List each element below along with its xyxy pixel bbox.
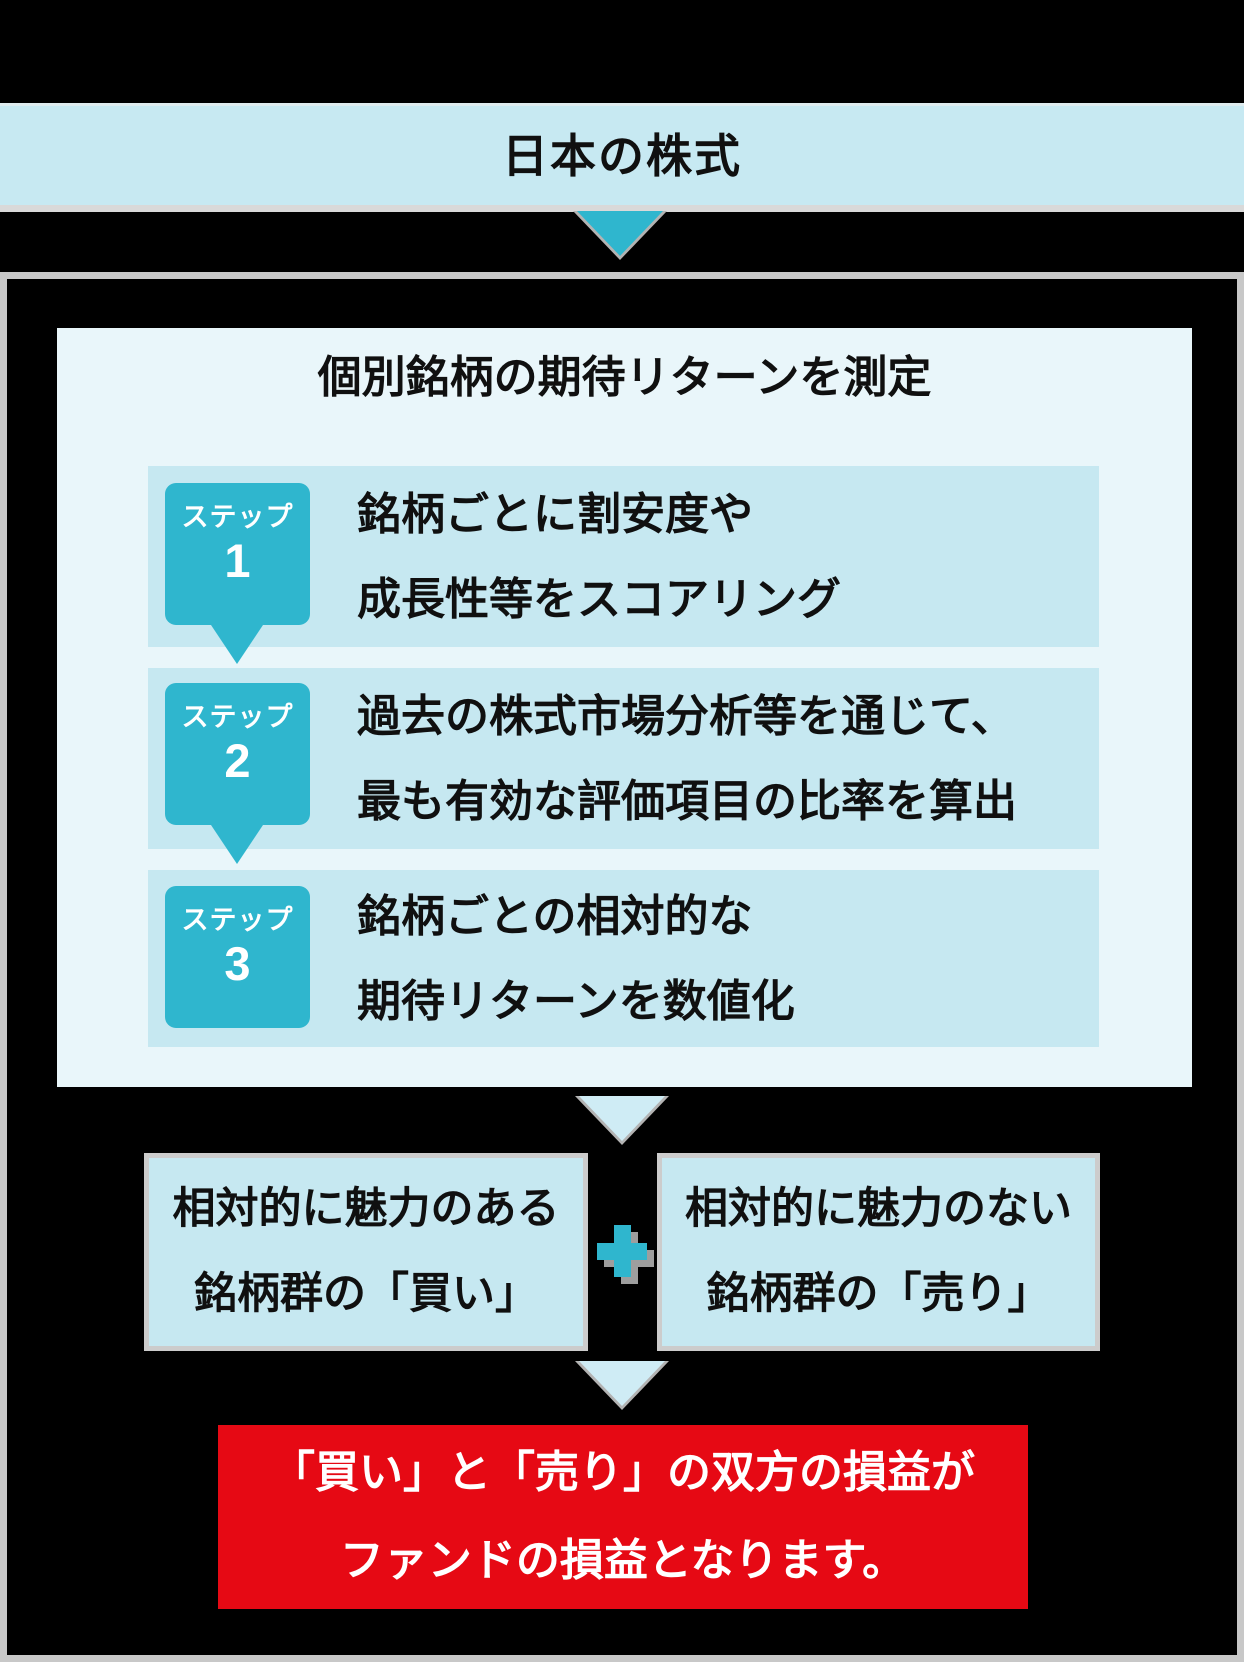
header-banner: 日本の株式 [0,103,1244,212]
arrow-fill [579,1361,665,1406]
step-1-line2: 成長性等をスコアリング [357,574,841,624]
down-arrow-icon [573,211,667,260]
step-2-line1: 過去の株式市場分析等を通じて、 [357,691,1015,741]
step-badge-number: 1 [224,534,251,587]
step-badge-label: ステップ [181,702,294,732]
arrow-fill [579,1096,665,1141]
sell-box-line2: 銘柄群の「売り」 [706,1270,1051,1318]
step-3-line2: 期待リターンを数値化 [357,976,795,1026]
step-3-line1: 銘柄ごとの相対的な [357,891,753,941]
step-badge-number: 2 [224,734,251,787]
plus-glyph [597,1225,647,1277]
step-badge-label: ステップ [181,905,294,935]
result-line1: 「買い」と「売り」の双方の損益が [271,1448,975,1497]
down-arrow-icon [575,1361,669,1410]
down-arrow-icon [575,1096,669,1145]
step-2-badge: ステップ 2 [165,683,310,825]
step-1-badge: ステップ 1 [165,483,310,625]
step-badge-number: 3 [224,937,251,990]
arrow-fill [577,211,663,256]
buy-box: 相対的に魅力のある 銘柄群の「買い」 [144,1153,588,1351]
plus-icon [597,1225,654,1284]
sell-box: 相対的に魅力のない 銘柄群の「売り」 [657,1153,1100,1351]
badge-tail [209,622,265,664]
buy-box-line2: 銘柄群の「買い」 [194,1270,538,1318]
step-3-badge: ステップ 3 [165,886,310,1028]
banner-title: 日本の株式 [502,129,742,182]
step-2-line2: 最も有効な評価項目の比率を算出 [357,776,1017,826]
result-line2: ファンドの損益となります。 [339,1536,907,1585]
measure-box-title: 個別銘柄の期待リターンを測定 [317,353,932,402]
buy-box-line1: 相対的に魅力のある [172,1185,560,1233]
sell-box-line1: 相対的に魅力のない [685,1185,1072,1233]
step-badge-label: ステップ [181,502,294,532]
result-box: 「買い」と「売り」の双方の損益が ファンドの損益となります。 [218,1425,1028,1609]
badge-tail [209,822,265,864]
step-1-line1: 銘柄ごとに割安度や [357,489,753,539]
